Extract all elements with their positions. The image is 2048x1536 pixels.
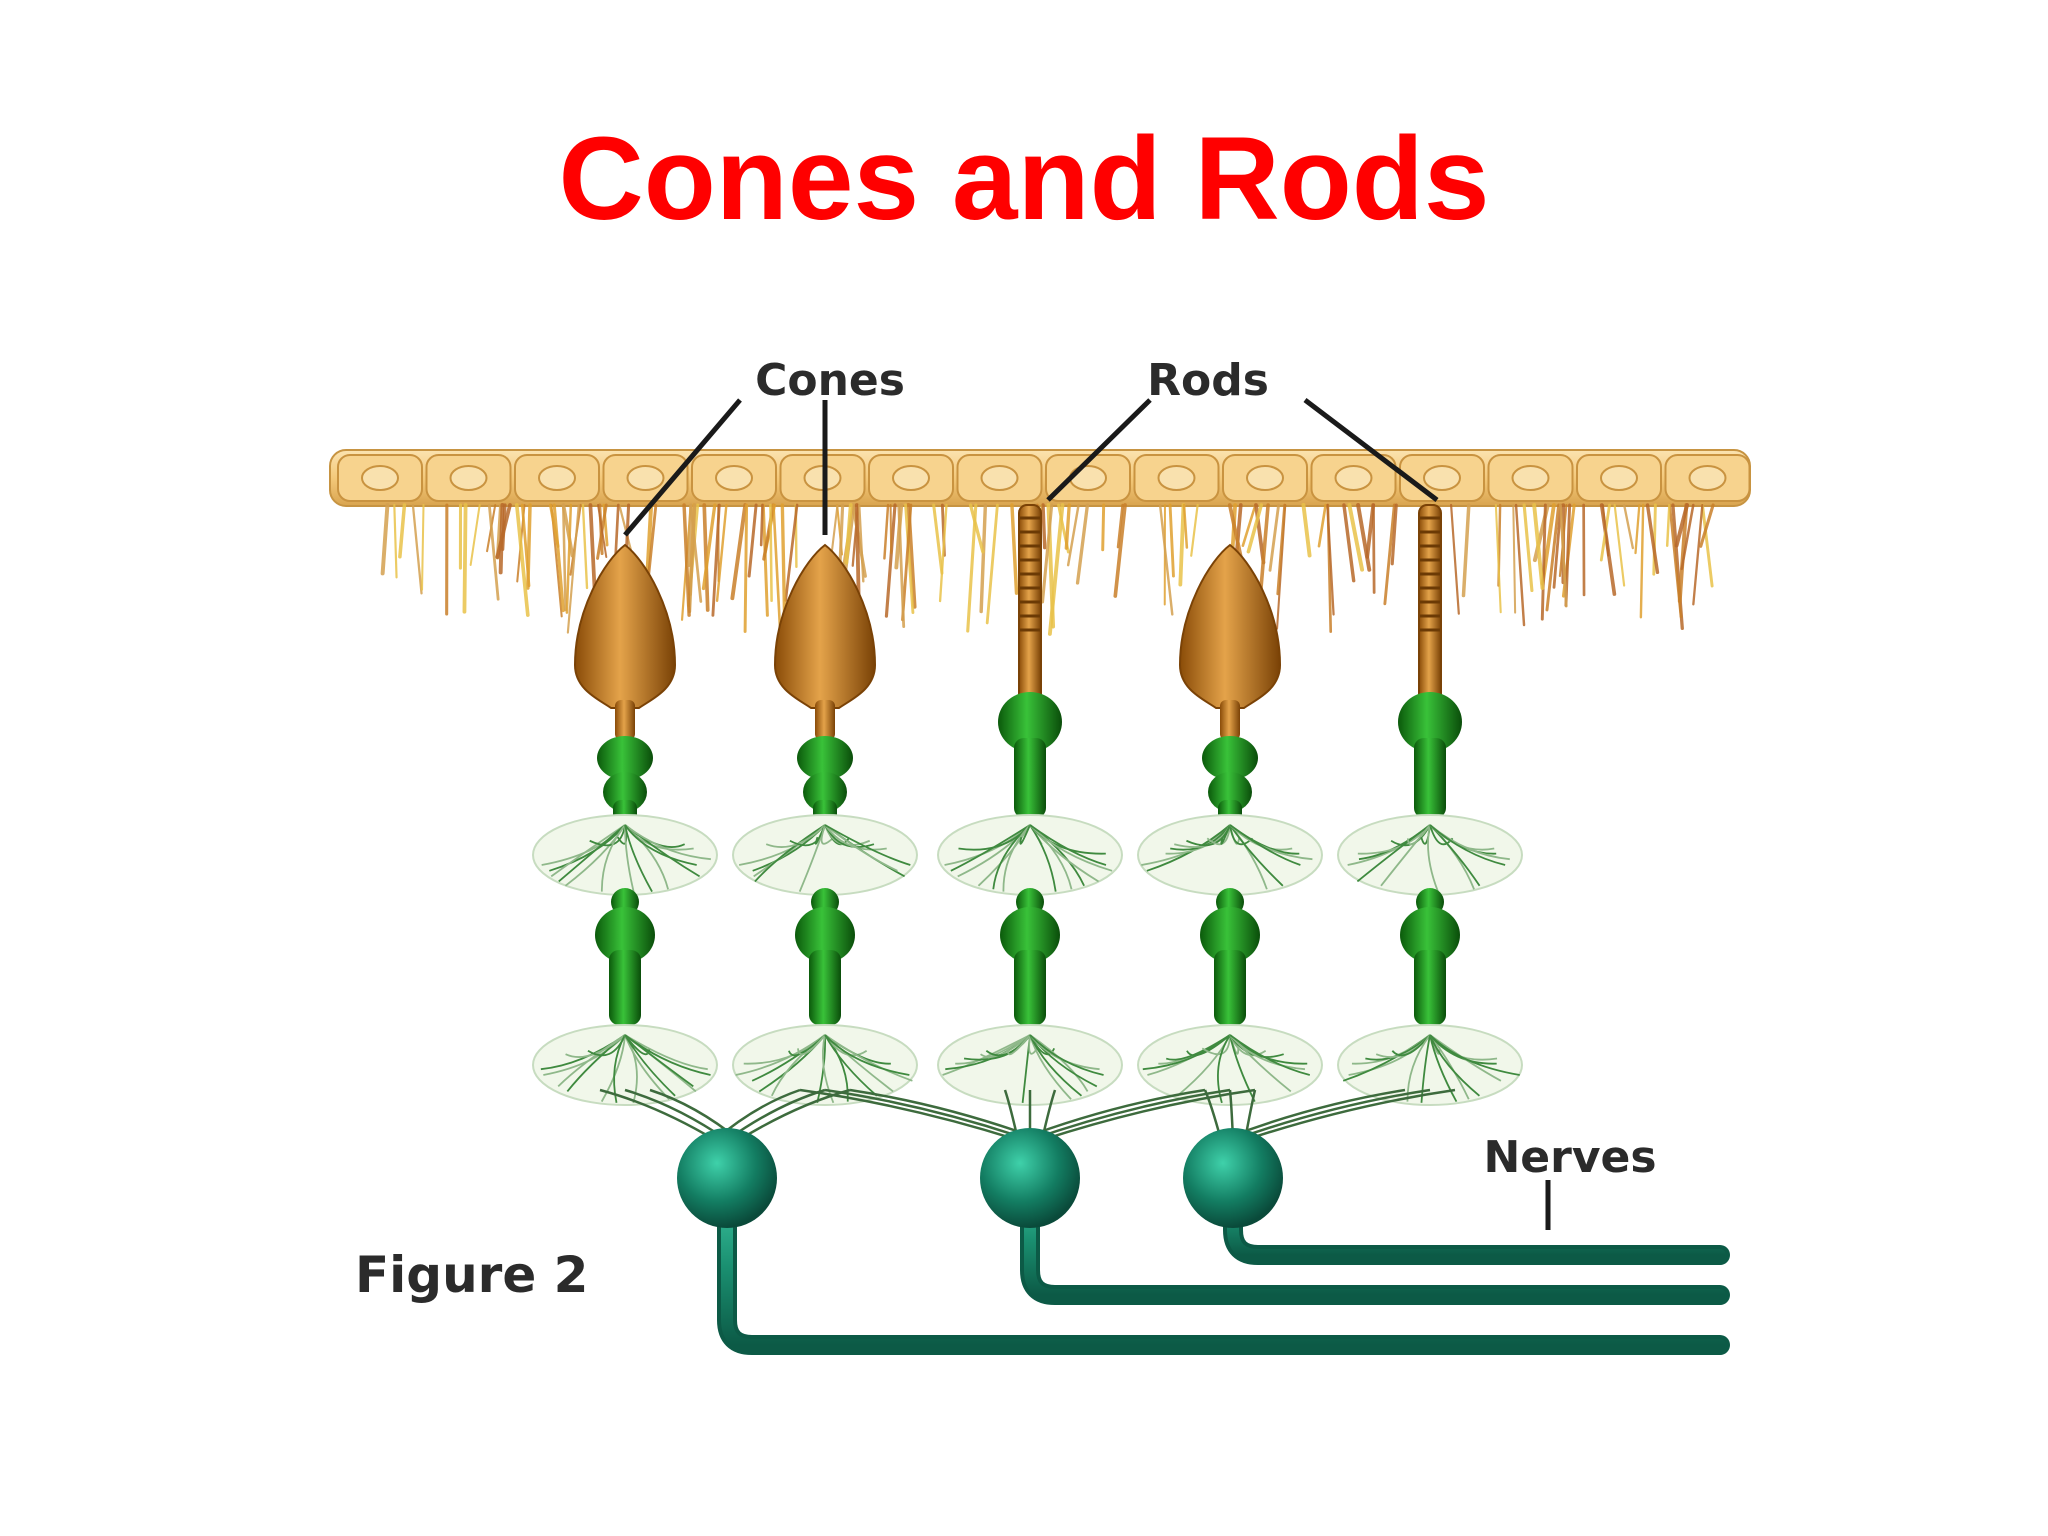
- nerves-label: Nerves: [1483, 1132, 1656, 1183]
- label-pointers: [623, 398, 1551, 1230]
- synapse-layer-inner: [1337, 1024, 1523, 1106]
- bipolar-cell: [1202, 736, 1258, 822]
- receptor-columns: [532, 504, 1523, 1142]
- rod-cell: [1018, 504, 1042, 706]
- pigment-cell: [1664, 454, 1751, 502]
- ganglion-cell: [980, 1128, 1080, 1228]
- pigment-cell: [868, 454, 954, 502]
- cone-column: [532, 543, 718, 1106]
- cones-label: Cones: [755, 355, 905, 406]
- pigment-cell: [691, 454, 777, 502]
- pigment-cell: [1310, 454, 1397, 502]
- rod-column: [937, 504, 1123, 1106]
- ganglion-cell: [677, 1128, 777, 1228]
- bipolar-cell: [595, 888, 655, 1025]
- pigment-cell: [1222, 454, 1308, 502]
- cone-cell: [1178, 543, 1282, 740]
- rods-label: Rods: [1147, 355, 1269, 406]
- synapse-layer-outer: [937, 814, 1123, 896]
- bipolar-cell: [1200, 888, 1260, 1025]
- synapse-layer-outer: [532, 814, 718, 896]
- bipolar-cell: [795, 888, 855, 1025]
- synapse-layer-outer: [1137, 814, 1323, 896]
- figure-label: Figure 2: [355, 1246, 588, 1304]
- cone-column: [1137, 543, 1323, 1106]
- synapse-layer-outer: [732, 814, 918, 896]
- rod-column: [1337, 504, 1523, 1106]
- synapse-layer-outer: [1337, 814, 1523, 896]
- cone-cell: [773, 543, 877, 740]
- synapse-layer-inner: [732, 1024, 918, 1106]
- rod-cell: [1418, 504, 1442, 706]
- slide-title: Cones and Rods: [558, 113, 1490, 245]
- bipolar-cell: [1000, 888, 1060, 1025]
- ganglion-cells: [677, 1128, 1283, 1228]
- bipolar-cell: [597, 736, 653, 822]
- pigment-epithelium: [329, 449, 1751, 636]
- cone-column: [732, 543, 918, 1106]
- pigment-cell: [514, 454, 600, 502]
- nerve-fibers: [717, 1170, 1730, 1355]
- bipolar-cell: [797, 736, 853, 822]
- synapse-layer-inner: [1137, 1024, 1323, 1106]
- pigment-cell: [1576, 454, 1662, 502]
- bipolar-cell: [1400, 888, 1460, 1025]
- pigment-cell: [956, 454, 1043, 502]
- pigment-cell: [425, 454, 512, 502]
- ganglion-cell: [1183, 1128, 1283, 1228]
- bipolar-cell: [1398, 692, 1462, 818]
- pigment-cell: [1487, 454, 1574, 502]
- pigment-cell: [1133, 454, 1220, 502]
- pigment-cell: [337, 454, 423, 502]
- synapse-layer-inner: [532, 1024, 718, 1106]
- cone-cell: [573, 543, 677, 740]
- pigment-cell: [1399, 454, 1485, 502]
- bipolar-cell: [998, 692, 1062, 818]
